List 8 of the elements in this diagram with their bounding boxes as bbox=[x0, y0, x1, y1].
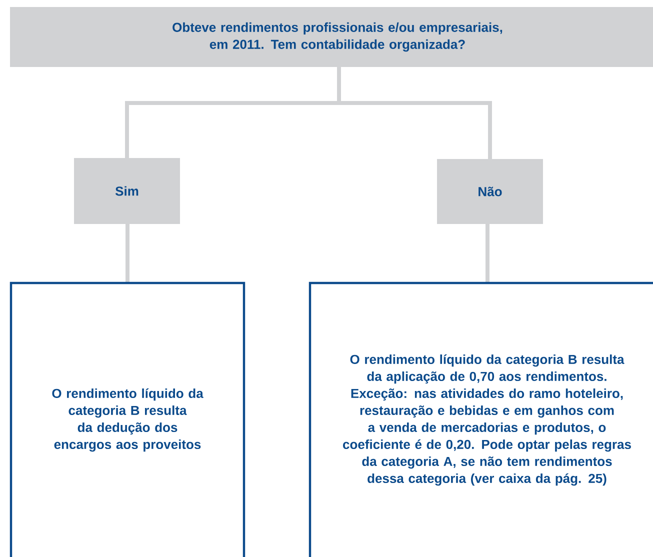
connector-line bbox=[337, 67, 492, 159]
question-box: Obteve rendimentos profissionais e/ou empresariais, em 2011. Tem contabilidade organizada? bbox=[10, 7, 653, 67]
answer-box: Não bbox=[437, 159, 543, 224]
connector-line bbox=[486, 224, 490, 283]
answer-box: Sim bbox=[74, 158, 180, 224]
result-box: O rendimento líquido da categoria B resulta da aplicação de 0,70 aos rendimentos. Exceção: nas atividades do ramo hoteleiro, restauração e bebidas e em ganhos com a venda de mercadorias e produtos, o coeficiente é de 0,20. Pode optar pelas regras da categoria A, se não tem rendimentos dessa categoria (ver caixa da pág. 25) bbox=[308, 282, 653, 557]
result-box: O rendimento líquido da categoria B resulta da dedução dos encargos aos proveitos bbox=[10, 282, 246, 557]
connector-line bbox=[126, 224, 130, 283]
